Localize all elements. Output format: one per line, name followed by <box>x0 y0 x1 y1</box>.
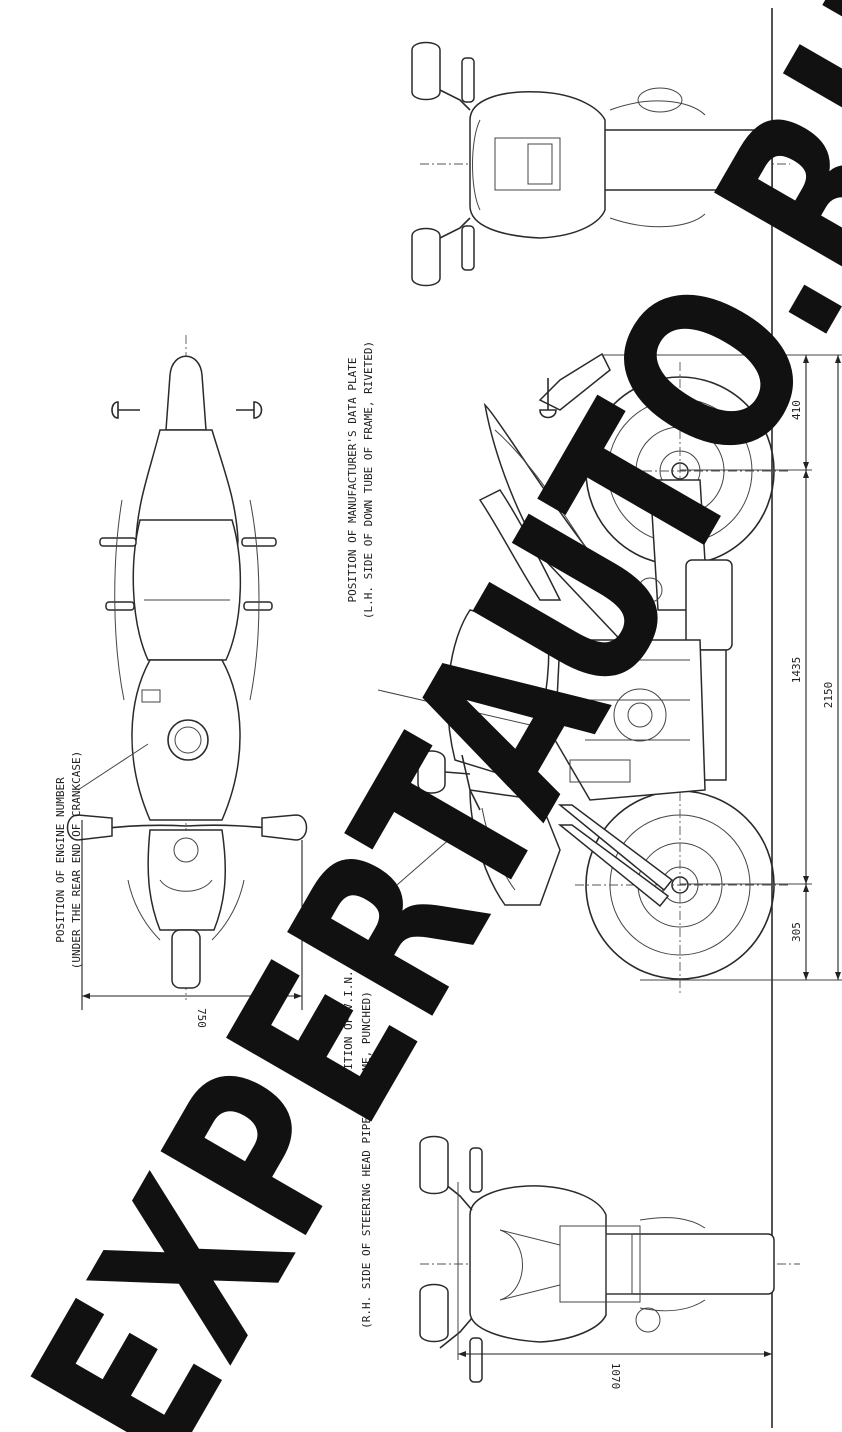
top-view <box>66 335 308 1010</box>
dimension-overall-length: 2150 <box>822 682 835 709</box>
rear-view <box>411 41 790 287</box>
engine-number-label: POSITION OF ENGINE NUMBER <box>54 777 67 943</box>
dimension-width: 750 <box>195 1008 208 1028</box>
leader-data-plate <box>377 689 553 731</box>
vin-label: POSITION OF V.I.N. <box>342 970 355 1089</box>
side-view <box>77 352 790 995</box>
dimension-rear-overhang: 410 <box>790 400 803 420</box>
data-plate-sublabel: (L.H. SIDE OF DOWN TUBE OF FRAME, RIVETE… <box>362 341 375 619</box>
dimension-front-overhang: 305 <box>790 922 803 942</box>
leader-vin <box>373 829 461 906</box>
engine-number-sublabel: (UNDER THE REAR END OF CRANKCASE) <box>70 751 83 970</box>
data-plate-label: POSITION OF MANUFACTURER'S DATA PLATE <box>346 357 359 602</box>
dimension-wheelbase: 1435 <box>790 657 803 684</box>
vin-sublabel: (R.H. SIDE OF STEERING HEAD PIPE OF FRAM… <box>360 991 373 1329</box>
side-view-dimensions <box>600 354 842 981</box>
dimension-height: 1070 <box>609 1363 622 1390</box>
leader-engine-number <box>77 743 149 791</box>
front-view <box>419 1135 800 1383</box>
front-view-dimensions <box>457 1182 772 1360</box>
